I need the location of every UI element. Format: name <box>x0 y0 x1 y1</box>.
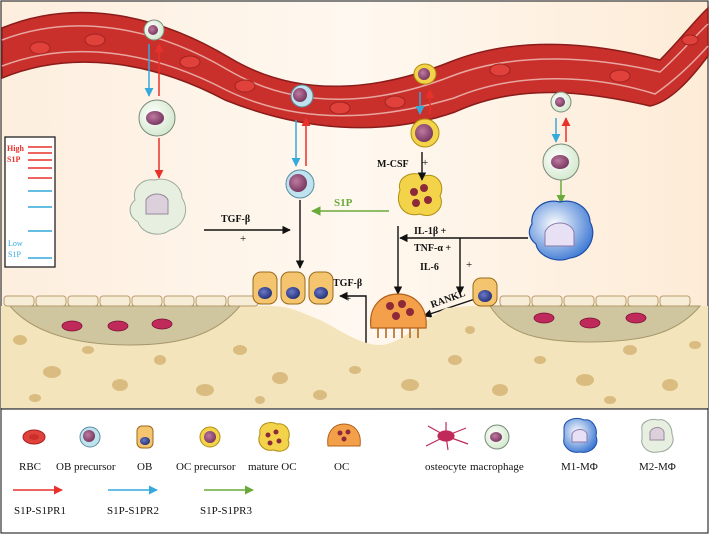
il1b-label: IL-1β + <box>414 226 447 237</box>
vessel-ob-precursor <box>290 84 314 108</box>
macrophage-cell-right <box>542 143 580 181</box>
legend-label-oc: OC <box>334 461 349 473</box>
ob-precursor-cell <box>285 169 315 199</box>
low-s1p-label-1: Low <box>8 239 23 248</box>
vessel-macrophage-2 <box>550 91 572 113</box>
legend-label-m2-macrophage: M2-MΦ <box>639 461 676 473</box>
tgf-beta-bottom-plus-label: + <box>345 293 351 305</box>
migration-arrows <box>144 43 571 204</box>
tgf-beta-label: TGF-β <box>221 214 250 225</box>
mature-oc-cell <box>398 173 443 216</box>
m1-macrophage-cell <box>528 200 594 261</box>
signal-arrows <box>204 152 528 352</box>
osteoclast-cell <box>370 293 427 338</box>
legend-label-osteocyte: osteocyte <box>425 461 467 473</box>
legend-macrophage-icon <box>484 424 510 450</box>
vessel-mature-oc <box>413 63 437 85</box>
legend-oc-icon <box>327 423 361 447</box>
tnfa-label: TNF-α + <box>414 243 451 254</box>
legend-osteocyte-icon <box>425 422 469 451</box>
macrophage-cell-left <box>138 99 176 137</box>
osteocytes <box>61 312 647 332</box>
legend-label-oc-precursor: OC precursor <box>176 461 236 473</box>
high-s1p-label-1: High <box>7 144 24 153</box>
il6-plus-label: + <box>466 259 472 271</box>
legend-label-ob: OB <box>137 461 152 473</box>
m-csf-plus-label: + <box>422 157 428 169</box>
legend-label-m1-macrophage: M1-MΦ <box>561 461 598 473</box>
legend-mature-oc-icon <box>258 421 290 452</box>
low-s1p-label-2: S1P <box>8 250 21 259</box>
blood-vessel <box>1 6 709 129</box>
oc-precursor-cell <box>410 118 440 148</box>
s1p-gradient-scale: High S1P Low S1P <box>4 136 56 268</box>
s1p-green-label: S1P <box>334 197 353 209</box>
osteoblast-cells <box>252 271 498 307</box>
legend-label-mature-oc: mature OC <box>248 461 297 473</box>
legend-label-macrophage: macrophage <box>470 461 524 473</box>
il6-label: IL-6 <box>420 262 439 273</box>
legend-label-s1pr3: S1P-S1PR3 <box>200 505 252 517</box>
m2-macrophage-cell <box>129 178 186 235</box>
m-csf-label: M-CSF <box>377 159 409 170</box>
legend-label-s1pr2: S1P-S1PR2 <box>107 505 159 517</box>
legend-ob-icon <box>136 425 154 449</box>
legend-ob-precursor-icon <box>79 426 101 448</box>
legend-label-s1pr1: S1P-S1PR1 <box>14 505 66 517</box>
tgf-beta-bottom-label: TGF-β <box>333 278 362 289</box>
legend-oc-precursor-icon <box>199 426 221 448</box>
bone-tissue <box>1 295 708 408</box>
legend-m1-macrophage-icon <box>563 417 598 453</box>
tgf-beta-plus-label: + <box>240 233 246 245</box>
legend-rbc-icon <box>22 429 46 445</box>
legend-m2-macrophage-icon <box>641 419 674 453</box>
legend-label-rbc: RBC <box>19 461 41 473</box>
legend-label-ob-precursor: OB precursor <box>56 461 116 473</box>
vessel-macrophage-1 <box>143 19 165 41</box>
high-s1p-label-2: S1P <box>7 155 20 164</box>
